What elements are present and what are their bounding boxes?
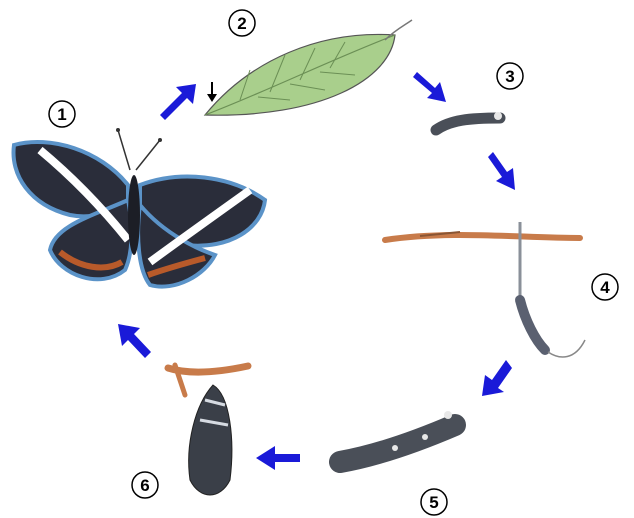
stage-number-1: 1 [57,105,66,124]
stage-label-1: 1 [49,101,75,127]
arrow-1-to-2 [160,84,196,120]
stage-number-5: 5 [429,493,438,512]
arrow-3-to-4 [488,152,515,190]
stage-number-2: 2 [237,14,246,33]
butterfly-illustration [13,128,265,287]
twig-caterpillar-illustration [385,222,585,357]
arrow-2-to-3 [413,72,446,102]
stage-label-3: 3 [497,63,523,89]
arrow-5-to-6 [256,446,300,470]
stage-label-2: 2 [229,10,255,36]
stage-number-3: 3 [505,67,514,86]
small-caterpillar-illustration [436,112,502,130]
stage-number-4: 4 [600,278,610,297]
chrysalis-illustration [168,365,248,495]
arrow-6-to-1 [118,324,151,358]
stage-label-4: 4 [592,274,618,300]
stage-label-5: 5 [421,489,447,515]
arrow-4-to-5 [482,360,512,396]
stage-label-6: 6 [132,472,158,498]
large-caterpillar-illustration [340,411,455,462]
stage-number-6: 6 [140,476,149,495]
